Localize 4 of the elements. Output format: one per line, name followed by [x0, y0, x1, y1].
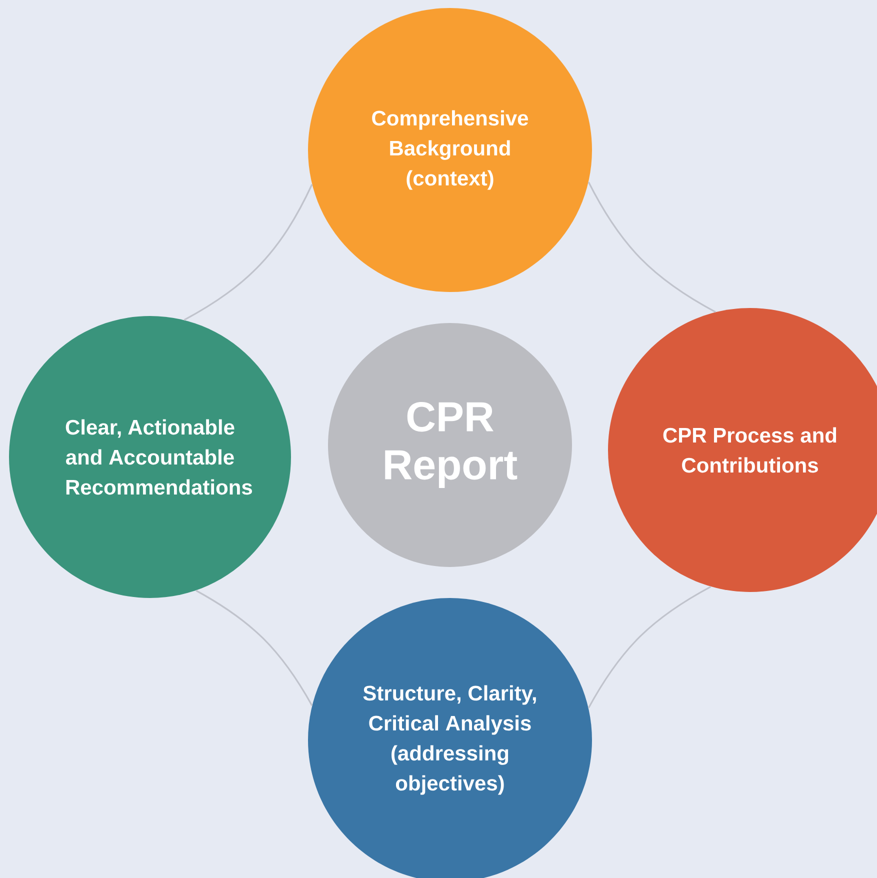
ring-arc: [588, 182, 716, 313]
ring-arc: [184, 184, 313, 321]
ring-arc: [588, 586, 712, 708]
ring-arc: [196, 590, 313, 706]
